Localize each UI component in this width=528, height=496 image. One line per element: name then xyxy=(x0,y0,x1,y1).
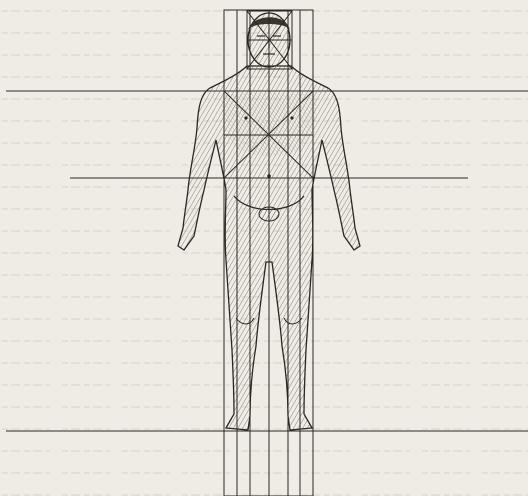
proportion-grid xyxy=(224,10,313,496)
